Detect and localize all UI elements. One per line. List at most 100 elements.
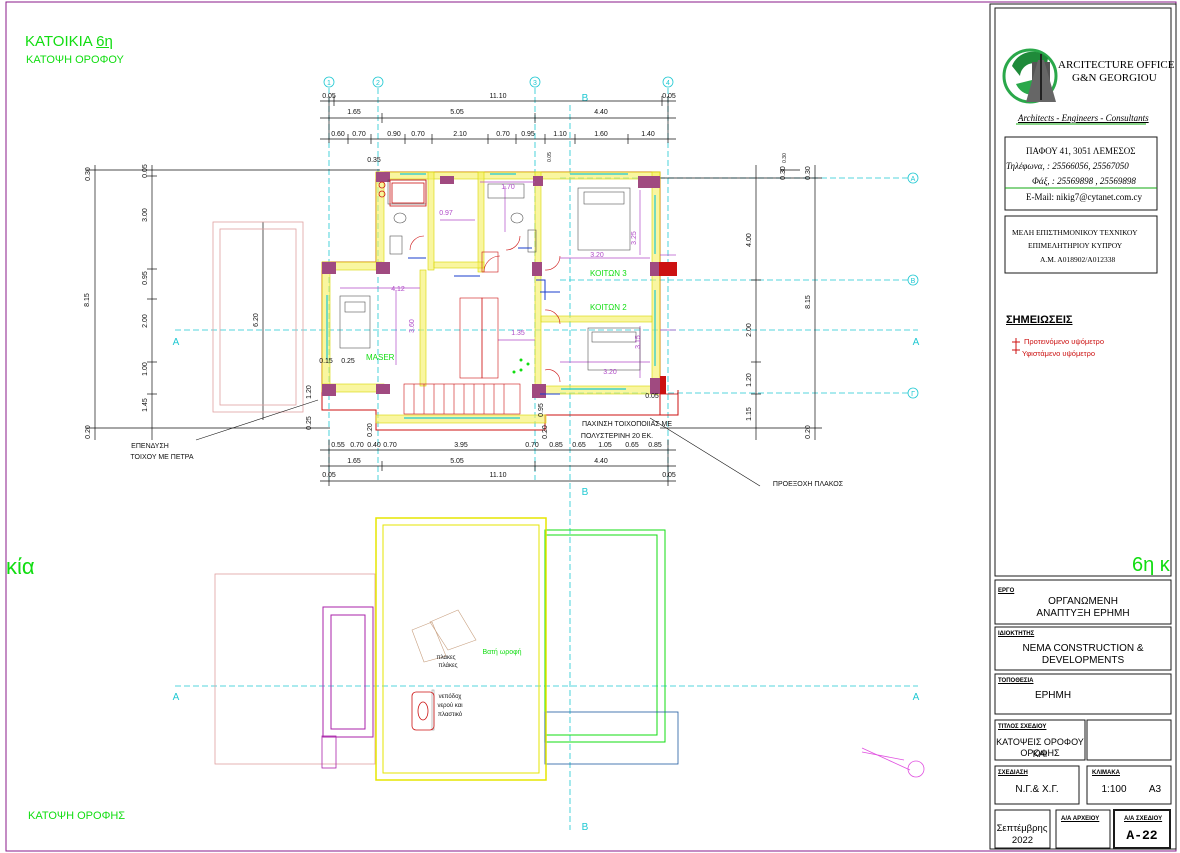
legend-proposed: Προτεινόμενο υψόμετρο: [1024, 337, 1104, 346]
dim-right-1.15: 1.15: [746, 407, 753, 421]
office-fax: Φάξ, : 25569898 , 25569898: [1032, 176, 1136, 186]
dim-left-2.00: 2.00: [142, 314, 149, 328]
dim-bot-4.40: 4.40: [594, 458, 608, 465]
elevation-legend-markers: [1012, 338, 1020, 354]
sheet-no: A-22: [1126, 828, 1158, 843]
dim-bot-0.85a: 0.85: [549, 442, 563, 449]
grid-label-3: 3: [533, 80, 537, 87]
left-dimension-lines: [86, 165, 380, 440]
dim-left-3.00: 3.00: [142, 208, 149, 222]
dim-right-8.15: 8.15: [805, 295, 812, 309]
dim-bot-0.05a: 0.05: [322, 472, 336, 479]
section-b-bottom: B: [582, 822, 589, 833]
office-address: ΠΑΦΟΥ 41, 3051 ΛΕΜΕΣΟΣ: [1026, 146, 1136, 156]
dim-top-0.05c: 0.05: [547, 152, 553, 162]
roof-note-deck: Βατή ωροφή: [482, 649, 521, 656]
section-b-top: B: [582, 93, 589, 104]
room-bedroom2: ΚΟΙΤΩΝ 2: [590, 303, 627, 312]
dim-bot-0.40: 0.40: [367, 442, 381, 449]
owner-line2: DEVELOPMENTS: [1041, 655, 1125, 666]
dim-bot-0.65b: 0.65: [625, 442, 639, 449]
project-line2: ΑΝΑΠΤΥΞΗ ΕΡΗΜΗ: [1036, 608, 1130, 619]
office-email: E-Mail: nikig7@cytanet.com.cy: [1026, 192, 1143, 202]
roof-note-tank-2: νερού και: [437, 703, 463, 709]
note-insulation-1: ΠΑΧΙΝΣΗ ΤΟΙΧΟΠΟΙΙΑΣ ΜΕ: [582, 421, 672, 428]
scale-value: 1:100: [1101, 784, 1127, 795]
grid-label-1: 1: [327, 80, 331, 87]
dim-top-4.40: 4.40: [594, 109, 608, 116]
dim-left-0.95: 0.95: [142, 271, 149, 285]
house-number: 6η: [96, 33, 113, 50]
section-b-mid: B: [582, 487, 589, 498]
project-line1: ΟΡΓΑΝΩΜΕΝΗ: [1048, 596, 1118, 607]
leader-lines: [195, 399, 761, 487]
project-label: ΕΡΓΟ: [998, 588, 1015, 594]
left-fragment: κία: [6, 554, 35, 579]
roof-note-tiles-1: πλακες: [436, 655, 455, 661]
grid-label-2: 2: [376, 80, 380, 87]
section-a-left-roof: A: [173, 692, 180, 703]
house-title: ΚΑΤΟΙΚΙΑ 6η: [25, 33, 113, 50]
section-a-right: A: [913, 337, 920, 348]
dim-right-0.30b: 0.30: [805, 166, 812, 180]
grid-label-g: Γ: [911, 391, 915, 398]
owner-label: ΙΔΙΟΚΤΗΤΗΣ: [998, 631, 1035, 637]
drawing-title-line1: ΚΑΤΟΨΕΙΣ ΟΡΟΦΟΥ ΚΑΙ: [996, 737, 1084, 759]
floor-plan: [321, 171, 679, 431]
paper-size: A3: [1148, 784, 1162, 795]
office-name-1: ARCITECTURE OFFICE: [1058, 59, 1175, 71]
owner-line1: NEMA CONSTRUCTION &: [1022, 643, 1144, 654]
room-bedroom3: ΚΟΙΤΩΝ 3: [590, 269, 627, 278]
member-2: ΕΠΙΜΕΛΗΤΗΡΙΟΥ ΚΥΠΡΟΥ: [1028, 241, 1123, 250]
section-a-right-roof: A: [913, 692, 920, 703]
dim-top-1.60: 1.60: [594, 131, 608, 138]
dim-right-0.20: 0.20: [805, 425, 812, 439]
roof-plan-title: ΚΑΤΟΨΗ ΟΡΟΦΗΣ: [28, 810, 126, 822]
top-dimension-lines: [320, 96, 676, 144]
grid-bubbles: [323, 76, 919, 399]
dim-bot-0.55: 0.55: [331, 442, 345, 449]
drawing-title-line2: ΟΡΟΦΗΣ: [1020, 748, 1060, 758]
dim-right-0.30a: 0.30: [780, 166, 787, 180]
dim-top-0.70c: 0.70: [496, 131, 510, 138]
design-label: ΣΧΕΔΙΑΣΗ: [998, 770, 1028, 776]
grid-label-a: A: [911, 176, 916, 183]
note-cladding-1: ΕΠΕΝΔΥΣΗ: [131, 443, 169, 450]
dim-top-0.30: 0.30: [782, 153, 788, 163]
dim-left-8.15: 8.15: [84, 293, 91, 307]
dim-bot-1.05: 1.05: [598, 442, 612, 449]
office-name-2: G&N GEORGIOU: [1072, 72, 1157, 84]
date-line2: 2022: [1011, 835, 1034, 846]
room-dim-1.35: 1.35: [511, 330, 525, 337]
dim-top-1.40: 1.40: [641, 131, 655, 138]
room-dim-3.20b: 3.20: [603, 369, 617, 376]
location-label: ΤΟΠΟΘΕΣΙΑ: [998, 678, 1034, 684]
roof-note-tank-3: πλαστικό: [438, 711, 463, 718]
dim-bot-0.85b: 0.85: [648, 442, 662, 449]
date-line1: Σεπτέμβρης: [996, 823, 1048, 834]
room-master: MASER: [366, 353, 395, 362]
right-fragment: 6η κ: [1132, 554, 1170, 576]
furniture: [339, 179, 641, 371]
dim-0.15: 0.15: [319, 358, 333, 365]
bottom-dimension-lines: [320, 440, 676, 486]
location-value: ΕΡΗΜΗ: [1034, 690, 1072, 701]
notes-title: ΣΗΜΕΙΩΣΕΙΣ: [1006, 314, 1073, 326]
dim-bot-3.95: 3.95: [454, 442, 468, 449]
room-dim-3.25: 3.25: [631, 231, 638, 245]
room-dim-3.60: 3.60: [409, 319, 416, 333]
dim-0.05: 0.05: [645, 393, 659, 400]
office-tagline: Architects - Engineers - Consultants: [1018, 113, 1149, 123]
dim-bot-5.05: 5.05: [450, 458, 464, 465]
house-prefix: ΚΑΤΟΙΚΙΑ: [25, 33, 97, 50]
drawing-title-label: ΤΙΤΛΟΣ ΣΧΕΔΙΟΥ: [998, 724, 1047, 730]
room-dim-4.12: 4.12: [391, 286, 405, 293]
designer-value: Ν.Γ.& Χ.Γ.: [1015, 784, 1059, 795]
dim-bot-0.65a: 0.65: [572, 442, 586, 449]
room-dim-3.20a: 3.20: [590, 252, 604, 259]
floor-plan-title: ΚΑΤΟΨΗ ΟΡΟΦΟΥ: [26, 54, 124, 66]
dim-top-0.70a: 0.70: [352, 131, 366, 138]
dim-bot-0.05b: 0.05: [662, 472, 676, 479]
section-a-left: A: [173, 337, 180, 348]
